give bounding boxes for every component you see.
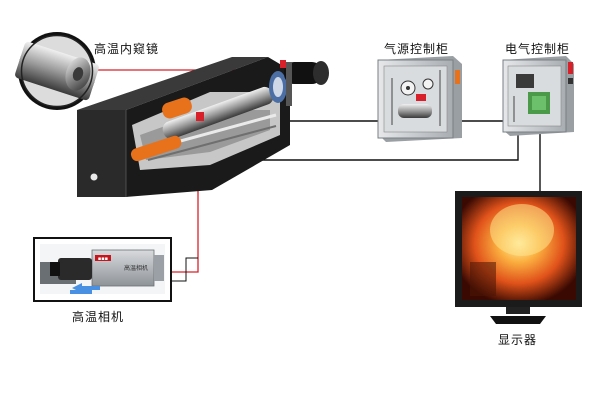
endoscope-label: 高温内窥镜 — [94, 42, 160, 56]
main-assembly — [77, 57, 329, 197]
electrical-control-cabinet — [502, 56, 574, 136]
monitor-label: 显示器 — [498, 333, 538, 347]
cable-camera — [172, 257, 198, 282]
camera-inset: ▪▪▪ 高温相机 — [33, 237, 172, 302]
camera-label: 高温相机 — [72, 310, 125, 324]
gas-control-cabinet — [377, 56, 462, 142]
cable-housing-to-elec — [212, 128, 519, 161]
camera-brand-text: 高温相机 — [124, 264, 148, 272]
endoscope-closeup — [15, 32, 99, 110]
svg-text:▪▪▪: ▪▪▪ — [98, 256, 108, 262]
electric-cabinet-label: 电气控制柜 — [505, 42, 571, 56]
monitor — [455, 191, 582, 324]
gas-cabinet-label: 气源控制柜 — [384, 42, 450, 56]
